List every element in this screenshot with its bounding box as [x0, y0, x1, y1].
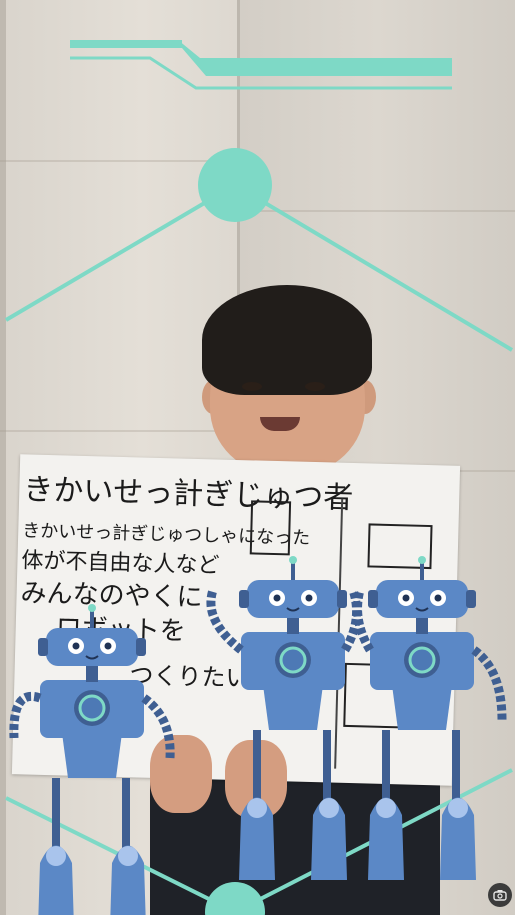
camera-switch-button[interactable]	[488, 883, 512, 907]
wood-grain	[0, 160, 237, 162]
camera-switch-icon	[493, 890, 507, 901]
drawing-paper: きかいせっ計ぎじゅつ者 きかいせっ計ぎじゅつしゃになった 体が不自由な人など み…	[11, 454, 461, 786]
robot-sketch	[249, 500, 292, 556]
robot-sketch	[367, 523, 433, 570]
boy-eye	[305, 382, 325, 391]
wood-grain	[240, 210, 515, 212]
wall-edge	[0, 0, 6, 915]
boy-mouth	[260, 417, 300, 431]
boy-hand	[150, 735, 212, 813]
robot-sketch	[343, 662, 419, 729]
drawing-text-line: つくりたい	[129, 661, 250, 693]
wood-grain	[0, 430, 237, 432]
boy-eye	[242, 382, 262, 391]
drawing-text-line: ロボットを	[55, 613, 187, 647]
drawing-title: きかいせっ計ぎじゅつ者	[22, 472, 354, 517]
boy-hair	[202, 285, 372, 395]
paper-fold	[334, 498, 344, 769]
boy-hand	[225, 740, 287, 818]
